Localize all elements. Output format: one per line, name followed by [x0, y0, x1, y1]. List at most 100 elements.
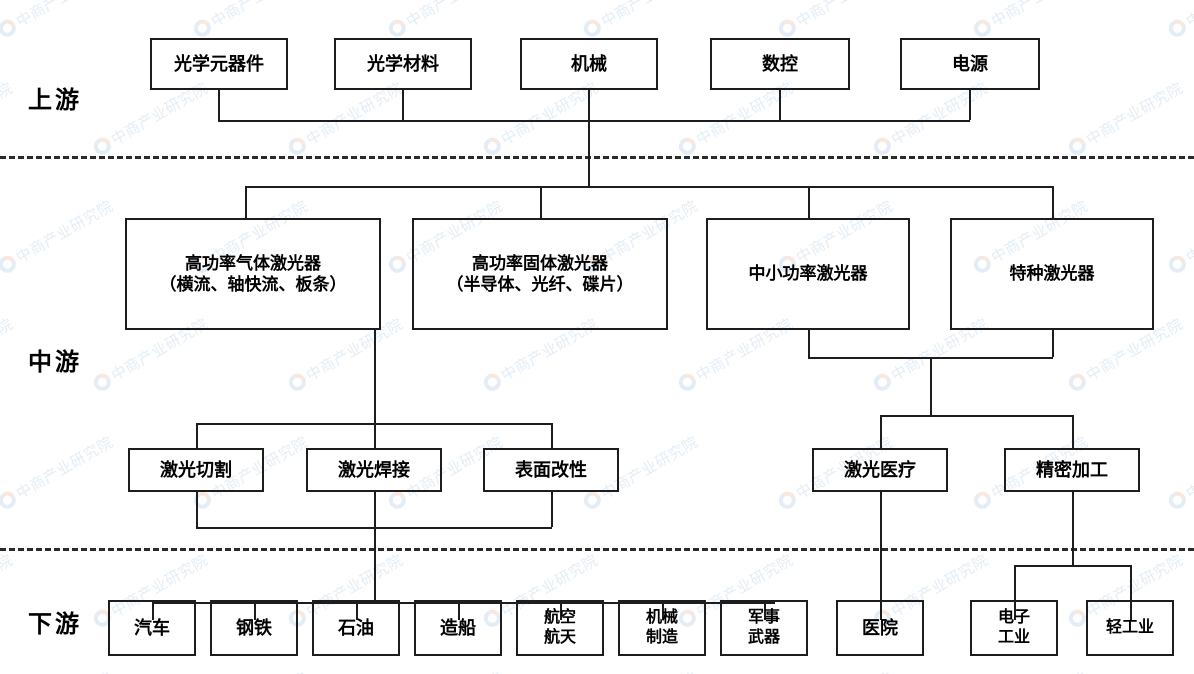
node-laser-cutting[interactable]: 激光切割 — [128, 448, 264, 492]
node-aerospace[interactable]: 航空航天 — [516, 600, 604, 656]
divider-midstream-downstream — [0, 548, 1194, 551]
watermark: 中商产业研究院 — [970, 0, 1092, 42]
node-steel[interactable]: 钢铁 — [210, 600, 298, 656]
node-upstream-cnc[interactable]: 数控 — [710, 38, 850, 90]
node-laser-medical[interactable]: 激光医疗 — [812, 448, 948, 492]
connector-petroleum-riser — [356, 602, 358, 620]
watermark-text: 中商产业研究院 — [12, 667, 116, 674]
watermark-text: 中商产业研究院 — [1084, 80, 1187, 149]
watermark-text: 中商产业研究院 — [402, 0, 506, 32]
node-upstream-optical-materials[interactable]: 光学材料 — [334, 38, 472, 90]
connector-precision-machining-riser — [1072, 415, 1074, 448]
watermark-text: 中商产业研究院 — [0, 316, 17, 385]
trunk-solid-laser-to-applications — [374, 330, 376, 423]
node-automotive[interactable]: 汽车 — [108, 600, 196, 656]
watermark-text: 中商产业研究院 — [402, 667, 506, 674]
watermark-logo-icon — [1165, 252, 1189, 276]
connector-laser-cutting-riser — [196, 423, 198, 448]
node-upstream-optical-components[interactable]: 光学元器件 — [150, 38, 288, 90]
watermark-text: 中商产业研究院 — [1182, 0, 1194, 32]
watermark-logo-icon — [190, 16, 214, 40]
node-upstream-power-supply[interactable]: 电源 — [900, 38, 1040, 90]
watermark: 中商产业研究院 — [1165, 0, 1194, 42]
watermark: 中商产业研究院 — [190, 667, 312, 674]
watermark-text: 中商产业研究院 — [207, 0, 311, 32]
watermark: 中商产业研究院 — [775, 0, 897, 42]
node-hospital[interactable]: 医院 — [836, 600, 924, 656]
connector-laser-cutting-drop — [196, 492, 198, 527]
watermark: 中商产业研究院 — [0, 313, 17, 395]
watermark: 中商产业研究院 — [1165, 667, 1194, 674]
watermark-text: 中商产业研究院 — [12, 0, 116, 32]
node-petroleum[interactable]: 石油 — [312, 600, 400, 656]
node-upstream-machinery[interactable]: 机械 — [520, 38, 658, 90]
watermark-text: 中商产业研究院 — [1184, 434, 1194, 503]
watermark-logo-icon — [870, 370, 894, 394]
node-high-power-solid-laser[interactable]: 高功率固体激光器（半导体、光纤、碟片） — [412, 218, 668, 330]
node-laser-welding[interactable]: 激光焊接 — [306, 448, 442, 492]
watermark-logo-icon — [1165, 488, 1189, 512]
watermark-text: 中商产业研究院 — [14, 198, 117, 267]
connector-aerospace-riser — [560, 602, 562, 620]
node-light-industry[interactable]: 轻工业 — [1086, 600, 1174, 656]
watermark: 中商产业研究院 — [385, 667, 507, 674]
watermark: 中商产业研究院 — [1165, 195, 1194, 277]
connector-laser-welding-riser — [374, 423, 376, 448]
watermark-logo-icon — [0, 488, 19, 512]
watermark: 中商产业研究院 — [0, 431, 117, 513]
watermark-logo-icon — [90, 134, 114, 158]
connector-solid-laser-riser — [540, 186, 542, 218]
tier-label-upstream: 上游 — [28, 88, 82, 114]
trunk-upstream-to-midstream — [588, 120, 590, 186]
trunk-industrial-to-downstream — [374, 527, 376, 602]
watermark-logo-icon — [285, 370, 309, 394]
node-precision-machining[interactable]: 精密加工 — [1004, 448, 1140, 492]
bus-precision-downstream — [1014, 565, 1130, 567]
watermark-logo-icon — [970, 488, 994, 512]
watermark: 中商产业研究院 — [580, 0, 702, 42]
connector-laser-welding-drop — [374, 492, 376, 527]
connector-low-power-laser-drop — [808, 330, 810, 357]
node-surface-treatment[interactable]: 表面改性 — [483, 448, 619, 492]
connector-cnc-drop — [779, 90, 781, 120]
watermark-logo-icon — [580, 488, 604, 512]
watermark-logo-icon — [480, 370, 504, 394]
watermark-logo-icon — [385, 252, 409, 276]
watermark-logo-icon — [1065, 134, 1089, 158]
node-shipbuilding[interactable]: 造船 — [414, 600, 502, 656]
watermark-logo-icon — [970, 16, 994, 40]
watermark-logo-icon — [285, 134, 309, 158]
node-electronics-industry[interactable]: 电子工业 — [970, 600, 1058, 656]
node-low-power-laser[interactable]: 中小功率激光器 — [706, 218, 910, 330]
watermark-logo-icon — [190, 488, 214, 512]
divider-upstream-midstream — [0, 156, 1194, 159]
watermark-text: 中商产业研究院 — [597, 667, 701, 674]
connector-optical-components-drop — [218, 90, 220, 120]
tier-label-downstream: 下游 — [28, 612, 82, 638]
watermark: 中商产业研究院 — [970, 667, 1092, 674]
watermark-text: 中商产业研究院 — [0, 552, 17, 621]
watermark-text: 中商产业研究院 — [207, 667, 311, 674]
connector-low-power-laser-riser — [808, 186, 810, 218]
connector-gas-laser-riser — [245, 186, 247, 218]
connector-power-supply-drop — [969, 90, 971, 120]
bus-midstream-lasers — [245, 186, 1052, 188]
watermark-logo-icon — [1065, 370, 1089, 394]
connector-military-weapons-riser — [764, 602, 766, 620]
watermark: 中商产业研究院 — [190, 0, 312, 42]
watermark: 中商产业研究院 — [1065, 77, 1187, 159]
connector-laser-medical-riser — [880, 415, 882, 448]
connector-automotive-riser — [152, 602, 154, 620]
node-machinery-manufacturing[interactable]: 机械制造 — [618, 600, 706, 656]
connector-light-industry-riser — [1130, 565, 1132, 620]
watermark-logo-icon — [675, 134, 699, 158]
node-high-power-gas-laser[interactable]: 高功率气体激光器（横流、轴快流、板条） — [125, 218, 381, 330]
watermark-text: 中商产业研究院 — [987, 0, 1091, 32]
watermark: 中商产业研究院 — [0, 667, 117, 674]
node-special-laser[interactable]: 特种激光器 — [950, 218, 1154, 330]
connector-optical-materials-drop — [402, 90, 404, 120]
watermark: 中商产业研究院 — [580, 667, 702, 674]
connector-machinery-drop — [588, 90, 590, 120]
node-military-weapons[interactable]: 军事武器 — [720, 600, 808, 656]
